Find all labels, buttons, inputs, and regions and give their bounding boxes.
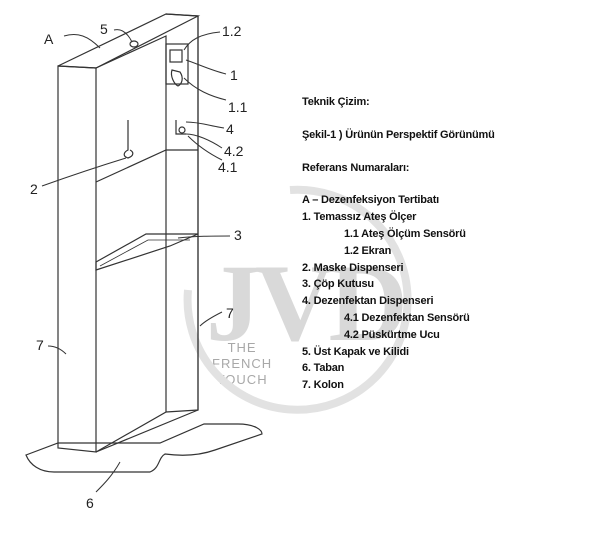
trash-bin xyxy=(95,233,199,271)
base-plate xyxy=(25,423,263,473)
right-column xyxy=(165,13,199,413)
watermark-logo: JVD xyxy=(206,242,408,364)
shelf-upper xyxy=(95,149,198,183)
reference-item: 5. Üst Kapak ve Kilidi xyxy=(302,345,409,358)
reference-item: 1. Temassız Ateş Ölçer xyxy=(302,211,417,224)
figure-caption: Şekil-1 ) Ürünün Perspektif Görünümü xyxy=(302,128,495,141)
label-6: 6 xyxy=(86,495,94,511)
reference-item: 1.2 Ekran xyxy=(344,244,392,257)
reference-item: 2. Maske Dispenseri xyxy=(302,261,404,274)
top-cap xyxy=(57,13,201,69)
reference-item: 4. Dezenfektan Dispenseri xyxy=(302,295,434,308)
watermark-line-2: FRENCH xyxy=(212,356,273,371)
mask-dispenser xyxy=(123,120,134,159)
label-4-2: 4.2 xyxy=(224,143,244,159)
disinfectant-dispenser xyxy=(175,120,186,135)
reference-item: 1.1 Ateş Ölçüm Sensörü xyxy=(344,227,466,240)
disinfectant-nozzle xyxy=(178,126,186,134)
label-4-1: 4.1 xyxy=(218,159,238,175)
reference-panel: Teknik Çizim: Şekil-1 ) Ürünün Perspekti… xyxy=(302,94,592,394)
back-panel xyxy=(95,35,167,453)
watermark-arc xyxy=(183,185,412,414)
watermark-line-1: THE xyxy=(227,340,257,355)
left-column xyxy=(57,65,97,453)
label-7-right: 7 xyxy=(226,305,234,321)
label-1: 1 xyxy=(230,67,238,83)
label-2: 2 xyxy=(30,181,38,197)
reference-item: 4.2 Püskürtme Ucu xyxy=(344,328,440,341)
reference-item: 6. Taban xyxy=(302,362,345,375)
watermark-text: THE FRENCH TOUCH xyxy=(212,340,272,388)
label-5: 5 xyxy=(100,21,108,37)
temperature-sensor xyxy=(170,69,183,87)
label-1-2: 1.2 xyxy=(222,23,242,39)
label-7-left: 7 xyxy=(36,337,44,353)
label-4: 4 xyxy=(226,121,234,137)
label-1-1: 1.1 xyxy=(228,99,248,115)
label-A: A xyxy=(44,31,54,47)
label-3: 3 xyxy=(234,227,242,243)
reference-list-title: Referans Numaraları: xyxy=(302,161,410,174)
drawing-heading: Teknik Çizim: xyxy=(302,96,370,108)
display-screen xyxy=(169,49,183,63)
thermometer-unit xyxy=(165,43,189,85)
reference-item: 7. Kolon xyxy=(302,379,344,392)
reference-item: A – Dezenfeksiyon Tertibatı xyxy=(302,194,440,207)
reference-item: 4.1 Dezenfektan Sensörü xyxy=(344,311,470,324)
reference-item: 3. Çöp Kutusu xyxy=(302,278,374,291)
top-lock xyxy=(129,40,139,48)
